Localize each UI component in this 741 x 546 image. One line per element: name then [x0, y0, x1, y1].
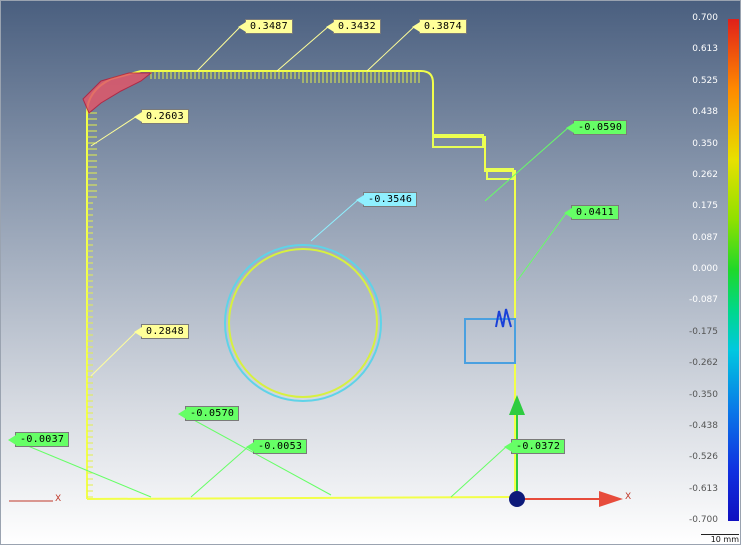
deviation-label-top-mid[interactable]: 0.3432 [326, 19, 381, 34]
y-axis-arrow [509, 395, 525, 415]
color-scale-tick: -0.175 [688, 326, 718, 337]
color-scale-tick: 0.613 [692, 44, 718, 55]
leader-line-bottom-right [450, 445, 508, 498]
leader-line-bottom-mid [180, 412, 332, 496]
color-scale-tick: 0.000 [692, 264, 718, 274]
leader-line-top-right [366, 25, 416, 72]
color-scale-tick: -0.087 [688, 295, 718, 306]
color-scale-tick: -0.613 [688, 483, 718, 494]
leader-line-left-side [90, 330, 138, 377]
leader-line-corner [90, 115, 138, 147]
leader-line-circle [310, 198, 360, 242]
deviation-label-right-edge[interactable]: 0.0411 [564, 205, 619, 220]
slot-spike [495, 308, 512, 328]
corner-deviation-region [82, 72, 153, 114]
color-scale-tick: -0.700 [688, 515, 718, 525]
deviation-label-corner[interactable]: 0.2603 [134, 109, 189, 124]
color-scale-tick: 0.262 [692, 169, 718, 180]
leader-line-top-left [196, 25, 242, 72]
deviation-label-left-side[interactable]: 0.2848 [134, 324, 189, 339]
leader-line-bottom-center [190, 445, 250, 498]
deviation-label-left-bottom[interactable]: -0.0037 [7, 432, 70, 447]
color-scale-tick: 0.087 [692, 232, 718, 243]
deviation-label-bottom-right[interactable]: -0.0372 [503, 439, 566, 454]
color-scale-tick: 0.700 [692, 13, 718, 23]
slot-feature [464, 318, 516, 364]
deviation-label-circle[interactable]: -0.3546 [355, 192, 418, 207]
color-scale-tick: -0.526 [688, 452, 718, 463]
x-axis-label: X [625, 492, 632, 502]
deviation-label-right-step[interactable]: -0.0590 [565, 120, 628, 135]
leader-line-left-bottom [10, 438, 152, 498]
color-scale-tick: 0.175 [692, 201, 718, 212]
color-scale-tick: -0.262 [688, 358, 718, 369]
step-ledge-lower [486, 168, 514, 180]
leader-line-top-mid [276, 25, 330, 72]
x-axis-arrow [599, 491, 623, 507]
color-scale-tick: -0.438 [688, 420, 718, 431]
deviation-label-bottom-center[interactable]: -0.0053 [245, 439, 308, 454]
leader-line-right-step [484, 126, 570, 202]
step-ledge-upper [432, 134, 484, 148]
deviation-label-bottom-mid[interactable]: -0.0570 [177, 406, 240, 421]
color-scale-tick: 0.525 [692, 75, 718, 86]
deviation-color-scale [728, 19, 739, 521]
x-axis-label-left: X [55, 494, 62, 504]
origin-marker [509, 491, 525, 507]
bore-circle-outer [224, 244, 382, 402]
leader-line-right-edge [516, 211, 568, 282]
deviation-label-top-right[interactable]: 0.3874 [412, 19, 467, 34]
bore-circle-inner [228, 248, 378, 398]
color-scale-tick: -0.350 [688, 389, 718, 400]
deviation-label-top-left[interactable]: 0.3487 [238, 19, 293, 34]
color-scale-tick: 0.438 [692, 107, 718, 118]
color-scale-tick: 0.350 [692, 138, 718, 149]
scale-bar: 10 mm [701, 534, 739, 545]
